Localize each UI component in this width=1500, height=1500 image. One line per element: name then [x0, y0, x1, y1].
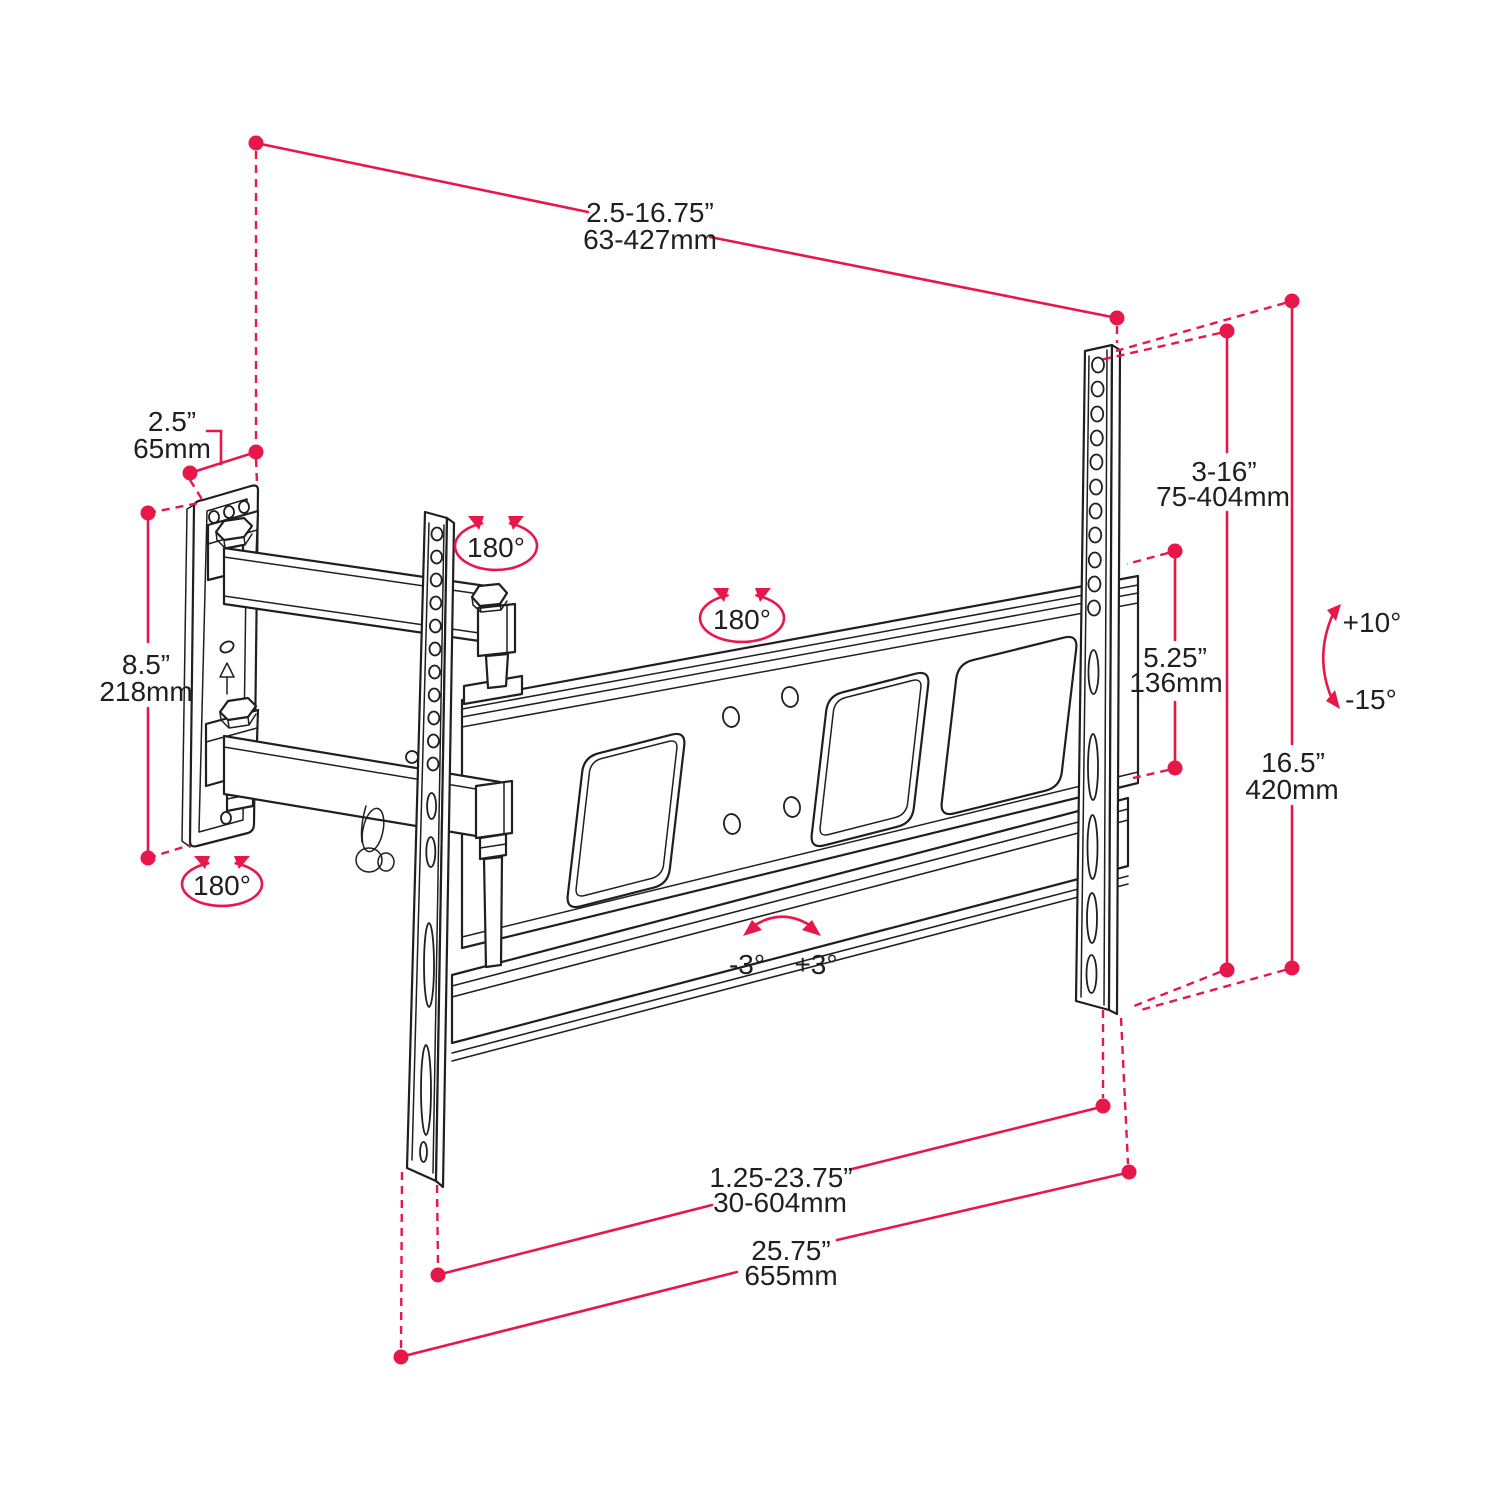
cutout-inner-rim [575, 740, 678, 897]
tilt-down-label: -15° [1345, 684, 1397, 715]
tilt-arrow-up-icon [1327, 604, 1341, 621]
dim-rail-height: 16.5” 420mm [1115, 293, 1339, 1013]
swivel-arm-annotation: 180° [453, 516, 539, 572]
mount-hole [238, 500, 250, 514]
swivel-tv-plate-label: 180° [713, 604, 771, 635]
dim-total-width-mm: 655mm [744, 1260, 837, 1291]
dim-plate-height: 8.5” 218mm [99, 501, 200, 866]
pivot-cylinder [482, 855, 504, 969]
dim-slide-range-mm: 30-604mm [713, 1187, 847, 1218]
dim-total-width-inches: 25.75” [751, 1235, 830, 1266]
dim-rail-height-inches: 16.5” [1261, 747, 1325, 778]
keyhole-slot [219, 640, 235, 654]
dim-endpoint-dot [1219, 323, 1235, 339]
vesa-hole [722, 706, 740, 728]
left-tv-rail [405, 510, 456, 1189]
rotation-arrow-icon [234, 856, 250, 869]
dim-extension-inches: 2.5-16.75” [586, 197, 714, 228]
dim-endpoint-dot [140, 505, 156, 521]
tv-plate-upper-face [460, 574, 1140, 950]
wall-plate-back-edge [181, 504, 195, 848]
rotation-arrow-icon [468, 516, 484, 530]
dim-rail-height-mm: 420mm [1245, 774, 1338, 805]
dim-slide-range-inches: 1.25-23.75” [709, 1162, 852, 1193]
dim-depth-inches: 2.5” [148, 406, 196, 437]
dim-endpoint-dot [430, 1267, 446, 1283]
dim-endpoint-dot [1167, 760, 1183, 776]
dim-extension-range: 2.5-16.75” 63-427mm [248, 135, 1125, 444]
rotation-ellipse-icon [453, 522, 539, 572]
dim-rail-range: 3-16” 75-404mm [1099, 323, 1290, 1008]
dim-rail-range-inches: 3-16” [1191, 456, 1256, 487]
dim-rail-range-mm: 75-404mm [1156, 481, 1290, 512]
dim-slide-range: 1.25-23.75” 30-604mm [430, 1010, 1111, 1283]
swivel-tv-plate-annotation: 180° [698, 588, 786, 644]
pivot-cylinder [484, 652, 510, 690]
tilt-up-label: +10° [1343, 607, 1402, 638]
dim-endpoint-dot [1167, 543, 1183, 559]
lower-arm [222, 734, 502, 842]
tilt-annotation: +10° -15° [1321, 604, 1402, 715]
vesa-hole [723, 813, 741, 835]
dim-plate-height-inches: 8.5” [122, 649, 170, 680]
vesa-hole [781, 686, 799, 708]
dim-endpoint-dot [248, 444, 264, 460]
rotation-arrow-icon [508, 516, 524, 530]
level-right-label: +3° [794, 949, 837, 980]
right-tv-rail [1074, 343, 1122, 1016]
dim-endpoint-dot [182, 465, 198, 481]
dim-hole-span: 5.25” 136mm [1126, 543, 1223, 781]
dim-plate-height-mm: 218mm [99, 676, 192, 707]
dim-hole-span-inches: 5.25” [1143, 642, 1207, 673]
rail-screw [405, 750, 419, 764]
pivot-block [476, 602, 517, 658]
dim-hole-span-mm: 136mm [1129, 667, 1222, 698]
dim-total-width: 25.75” 655mm [393, 1017, 1137, 1365]
dim-endpoint-dot [1109, 310, 1125, 326]
tv-plate-lower-face [450, 796, 1130, 1045]
safety-tie-loop [355, 805, 395, 873]
dim-endpoint-dot [1121, 1164, 1137, 1180]
up-arrow-icon [219, 662, 235, 695]
tilt-arc-icon [1321, 612, 1335, 701]
dim-endpoint-dot [1284, 293, 1300, 309]
rotation-ellipse-icon [180, 862, 264, 908]
upper-arm [222, 546, 502, 646]
rotation-arrow-icon [755, 588, 771, 602]
mount-hole [220, 811, 232, 825]
dim-endpoint-dot [1219, 962, 1235, 978]
dim-endpoint-dot [1095, 1098, 1111, 1114]
hex-bolt-icon [470, 582, 509, 608]
pivot-block [474, 779, 514, 840]
swivel-wall-plate-label: 180° [193, 870, 251, 901]
tv-plate-upper [460, 574, 1140, 950]
level-left-label: -3° [729, 949, 765, 980]
pivot-lower [474, 779, 514, 969]
dim-extension-mm: 63-427mm [583, 224, 717, 255]
level-arrow-right-icon [802, 920, 821, 936]
dim-plate-depth: 2.5” 65mm [133, 406, 264, 502]
dim-depth-mm: 65mm [133, 433, 211, 464]
dim-endpoint-dot [1284, 960, 1300, 976]
dim-endpoint-dot [393, 1349, 409, 1365]
left-rail-side [434, 516, 456, 1189]
level-adjust-annotation: -3° +3° [729, 915, 838, 980]
swivel-wall-plate-annotation: 180° [180, 856, 264, 908]
swivel-arm-label: 180° [467, 532, 525, 563]
rotation-arrow-icon [713, 588, 729, 602]
mount-hole [223, 505, 235, 519]
vesa-hole [783, 796, 801, 818]
tv-plate-lower [450, 796, 1130, 1062]
wall-plate-inner-outline [198, 498, 248, 833]
level-arrow-left-icon [743, 920, 762, 936]
rotation-ellipse-icon [698, 594, 786, 644]
right-rail-side [1107, 343, 1122, 1016]
cutout-inner-rim [819, 679, 922, 836]
rotation-arrow-icon [194, 856, 210, 869]
tilt-arrow-down-icon [1326, 690, 1340, 709]
dim-endpoint-dot [248, 135, 264, 151]
pivot-upper [462, 582, 524, 706]
